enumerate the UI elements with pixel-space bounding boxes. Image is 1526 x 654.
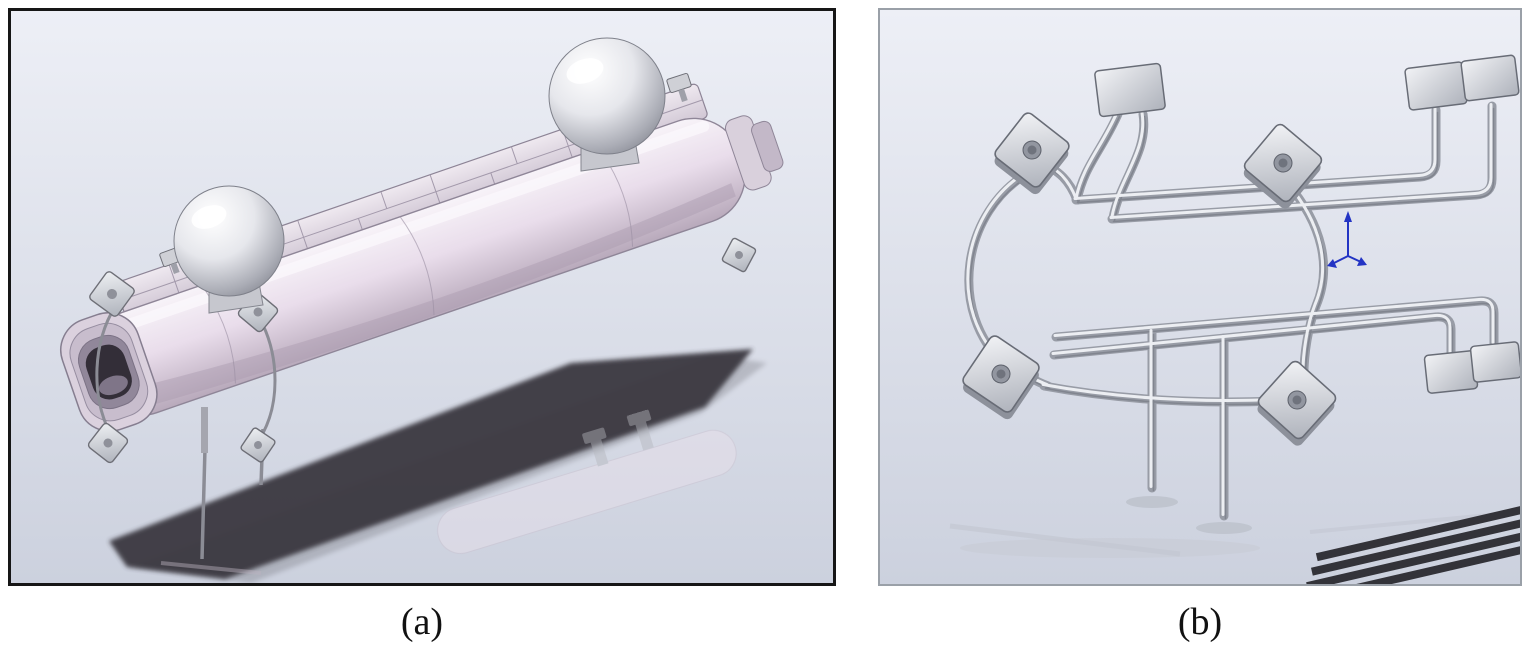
figure-a-panel [8, 8, 836, 586]
striped-shadow [1303, 506, 1520, 584]
end-plates [1094, 54, 1520, 394]
frame-shadows [949, 496, 1520, 584]
mounting-brackets [87, 72, 757, 464]
hull-tail [724, 115, 784, 191]
caption-b: (b) [1177, 601, 1223, 643]
float-sphere-right [548, 37, 666, 172]
caption-a: (a) [400, 601, 444, 643]
nose-port [60, 312, 158, 432]
cad-render-frame [880, 10, 1520, 584]
ground-shadow [109, 349, 767, 583]
clamp-plates [962, 112, 1337, 446]
origin-triad [1327, 211, 1367, 268]
ground-reflection [160, 409, 737, 575]
figure-b-panel [878, 8, 1522, 586]
nose-hoops [95, 306, 277, 434]
float-sphere-left [173, 185, 285, 314]
cad-render-vehicle [11, 11, 833, 583]
